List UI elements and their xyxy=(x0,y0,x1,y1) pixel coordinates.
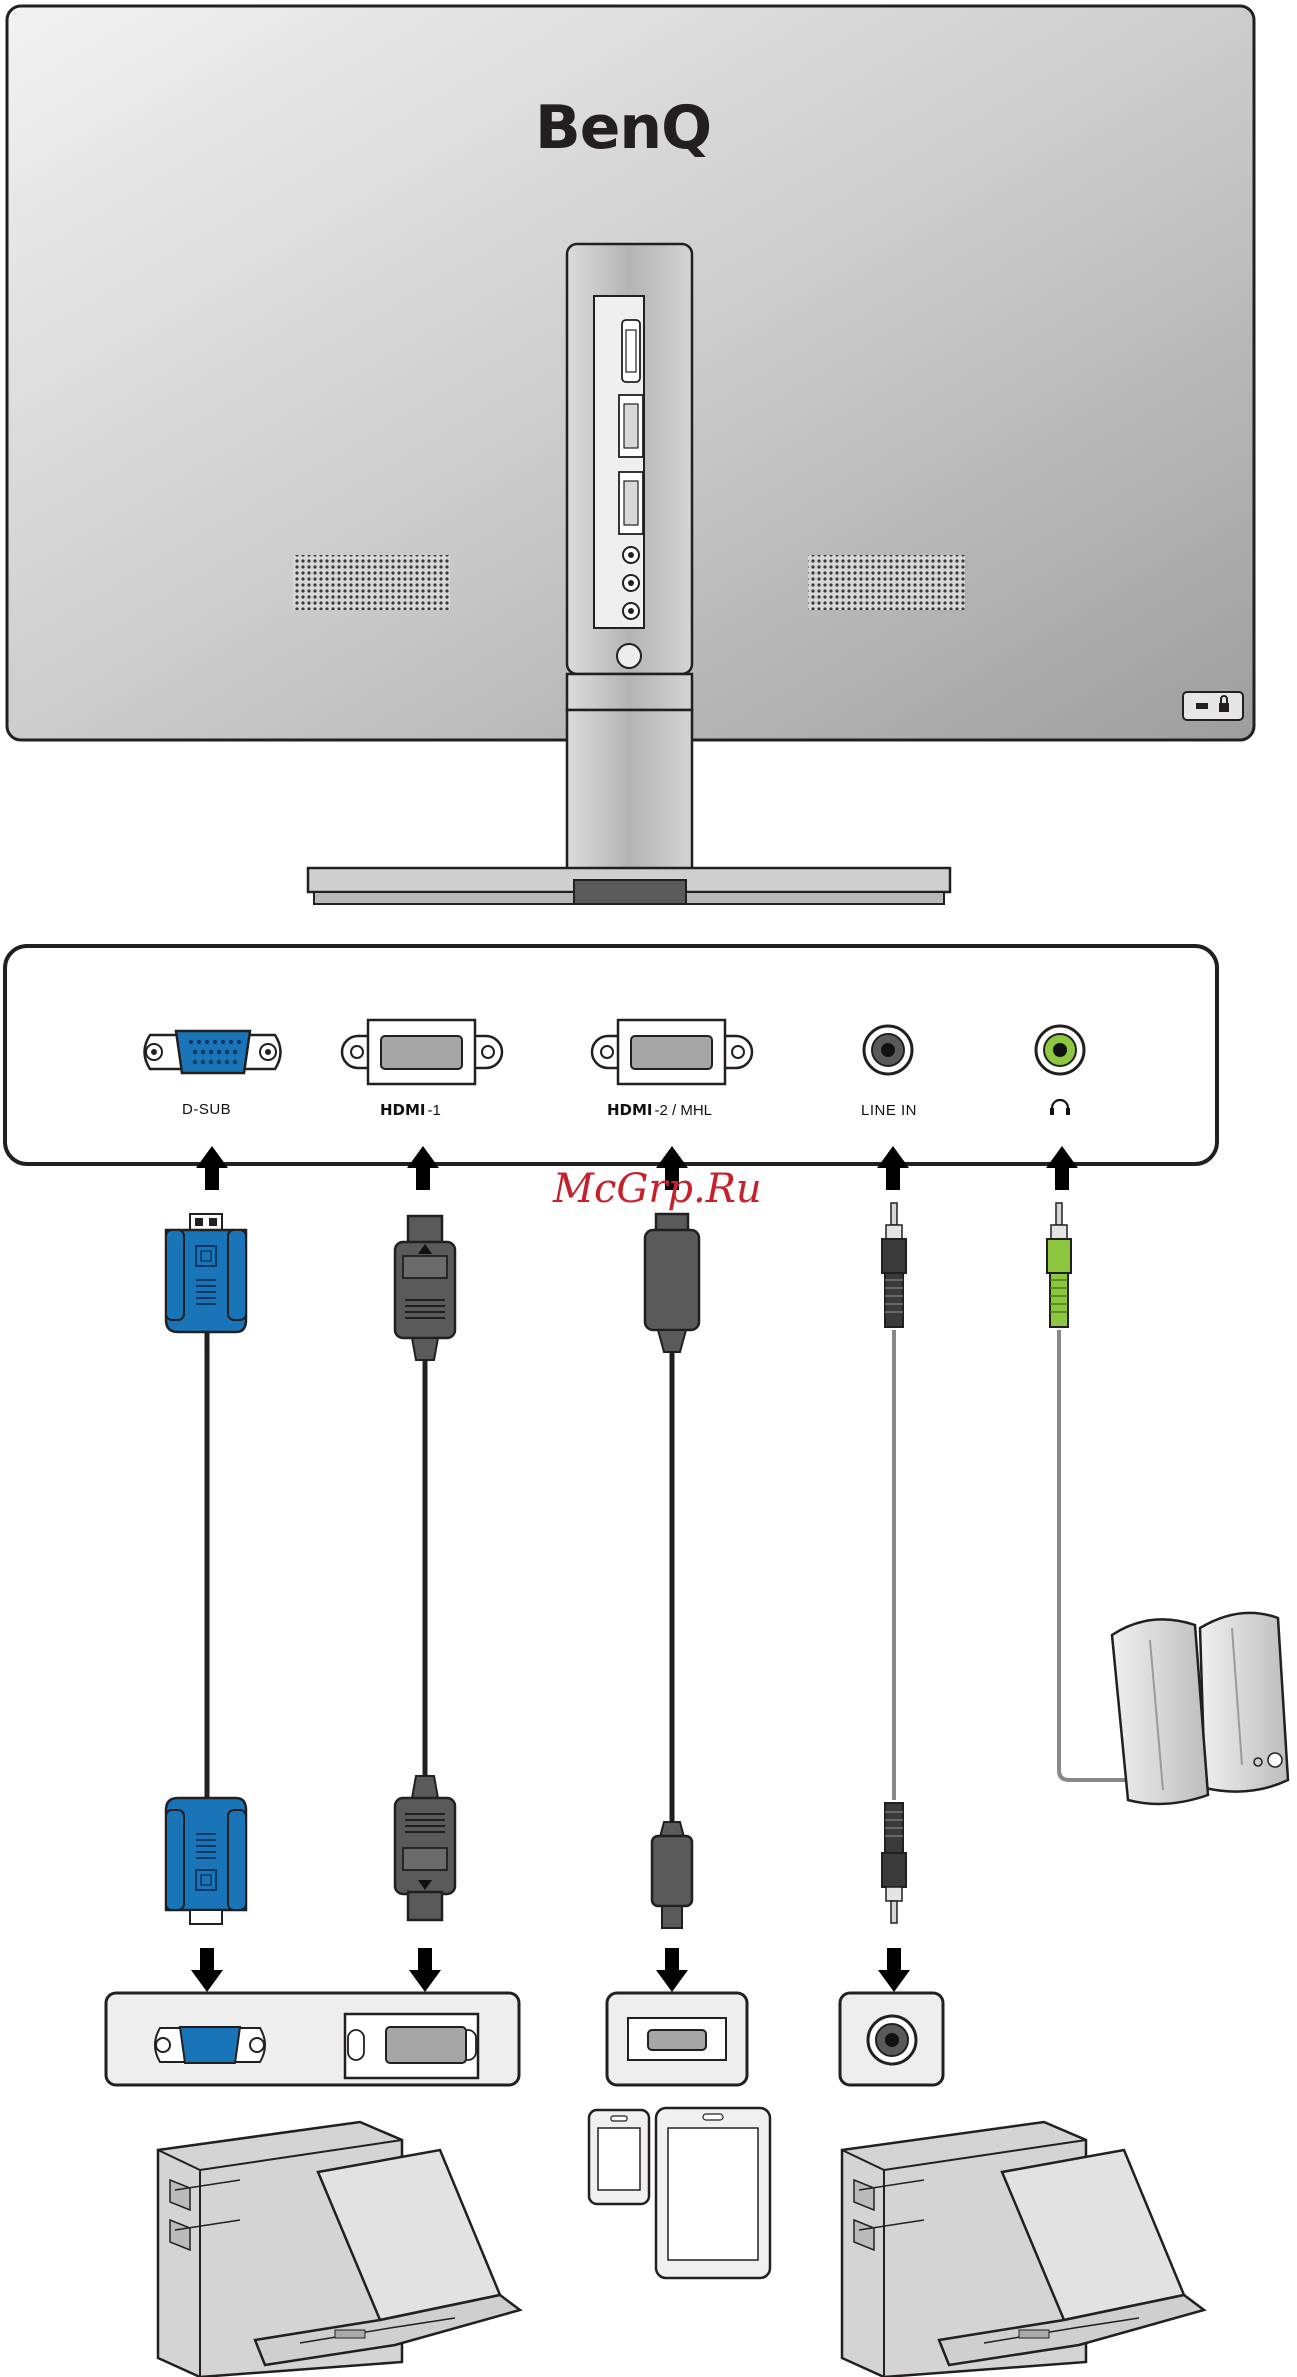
phone-and-tablet-icon xyxy=(589,2108,770,2278)
pc-and-laptop-icon xyxy=(158,2122,520,2377)
watermark: McGrp.Ru xyxy=(552,1166,762,1212)
speakers-icon xyxy=(1112,1613,1288,1804)
speaker-grille-right xyxy=(808,555,965,610)
arrow-down-icon xyxy=(191,1948,223,1992)
small-hdmi2-port xyxy=(619,472,643,534)
dsub-label: D-SUB xyxy=(182,1101,231,1118)
hdmi-cable xyxy=(395,1216,455,1920)
speaker-grille-left xyxy=(293,555,450,610)
stand-neck xyxy=(567,710,692,878)
mobile-port-panel xyxy=(607,1993,747,2085)
small-vga-port xyxy=(622,320,640,382)
hdmi2-label: HDMI-2 / MHL xyxy=(607,1101,712,1119)
audio-source-port-panel xyxy=(840,1993,943,2085)
pc-and-laptop-icon-right xyxy=(842,2122,1204,2377)
arrow-down-icon xyxy=(409,1948,441,1992)
audio-cable xyxy=(882,1203,906,1923)
pc-port-panel xyxy=(106,1993,519,2085)
brand-logo: BenQ xyxy=(535,93,711,163)
port-panel: D-SUB HDMI-1 HDMI-2 / MHL xyxy=(5,946,1217,1164)
line-in-jack xyxy=(864,1026,912,1074)
monitor-rear: BenQ xyxy=(7,6,1254,904)
hdmi1-label: HDMI-1 xyxy=(380,1101,441,1119)
arrow-down-icon xyxy=(656,1948,688,1992)
kensington-lock-icon xyxy=(1183,692,1243,720)
vga-cable xyxy=(166,1214,246,1924)
mhl-cable xyxy=(645,1214,699,1928)
line-in-label: LINE IN xyxy=(861,1102,917,1119)
headphone-jack xyxy=(1036,1026,1084,1074)
power-button xyxy=(617,644,641,668)
arrow-down-icon xyxy=(878,1948,910,1992)
small-hdmi1-port xyxy=(619,395,643,457)
dsub-port xyxy=(145,1031,281,1073)
